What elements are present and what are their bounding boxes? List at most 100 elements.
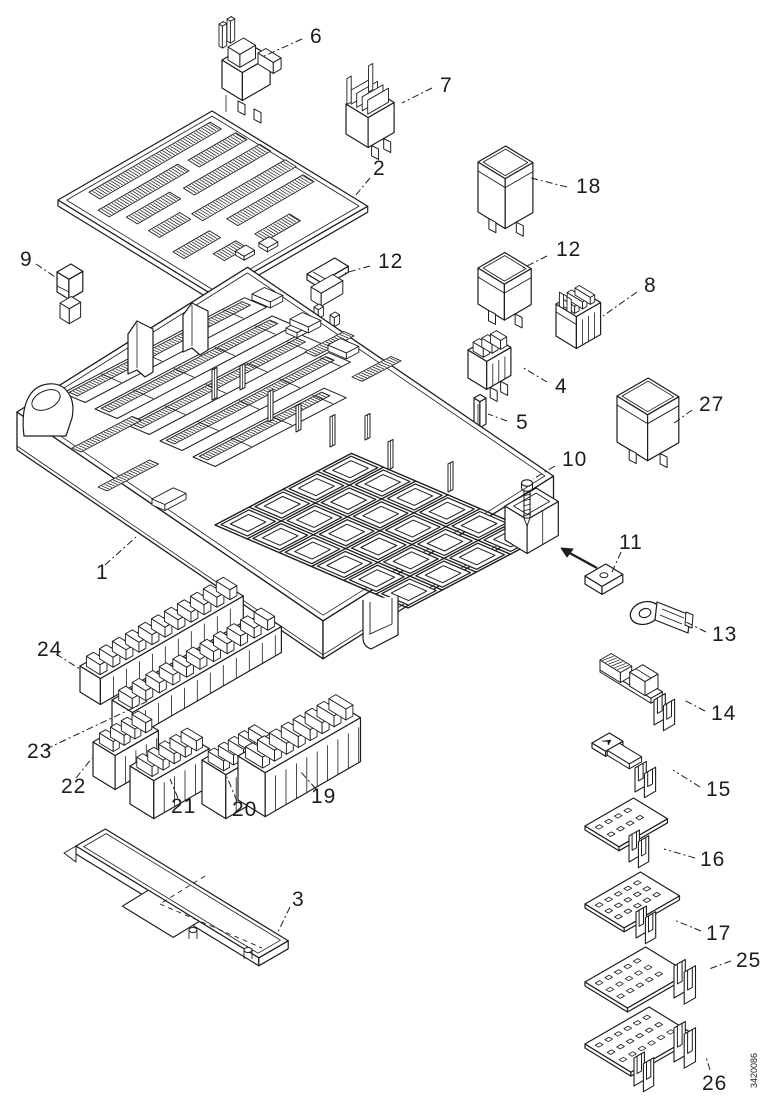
line [215, 415, 223, 419]
callout-label-17: 17 [706, 922, 731, 945]
line [228, 193, 239, 200]
line [241, 155, 251, 162]
notch [687, 967, 693, 991]
line [253, 204, 264, 211]
face-top [131, 710, 153, 724]
line [522, 503, 532, 507]
line [100, 373, 122, 383]
callout-label-9: 9 [20, 248, 33, 271]
line [138, 466, 147, 471]
line [522, 498, 532, 502]
part-16-terminal [584, 797, 669, 869]
line [178, 368, 186, 372]
slot [634, 970, 643, 976]
line [230, 161, 241, 168]
hole [360, 537, 398, 556]
face-top [257, 48, 282, 63]
slot [594, 824, 604, 830]
line [295, 339, 303, 344]
line [118, 367, 126, 371]
line [160, 197, 171, 205]
hole [428, 501, 466, 520]
notch [646, 1058, 652, 1080]
line [272, 351, 280, 355]
line [163, 196, 174, 203]
callout-16: 16 [663, 848, 725, 871]
line [176, 250, 186, 257]
slot [637, 1045, 647, 1052]
callout-25: 25 [708, 949, 760, 972]
line [194, 212, 205, 219]
line [321, 392, 329, 396]
line [240, 303, 247, 307]
line [130, 393, 138, 397]
line [504, 171, 534, 188]
line [223, 196, 234, 203]
line [196, 391, 204, 396]
line [142, 208, 153, 215]
line [389, 357, 399, 362]
line [163, 172, 174, 180]
peg [188, 927, 198, 933]
line [269, 320, 277, 325]
line [258, 201, 269, 208]
line [176, 402, 184, 406]
head-rim [521, 487, 533, 492]
line [235, 338, 243, 342]
slot [633, 891, 642, 897]
top-rim [482, 255, 527, 282]
callout-label-6: 6 [310, 25, 323, 48]
line [206, 419, 214, 424]
line [190, 394, 198, 399]
line [106, 205, 117, 213]
line [140, 209, 150, 217]
line [101, 433, 109, 438]
line [354, 177, 371, 197]
line [223, 344, 231, 348]
line [295, 180, 305, 187]
line [111, 202, 122, 210]
line [145, 418, 153, 422]
handle [362, 596, 399, 650]
notch [631, 831, 637, 851]
line [300, 177, 310, 184]
line [203, 421, 211, 425]
line [127, 472, 135, 477]
line [139, 421, 147, 425]
face-top [289, 312, 322, 328]
line [249, 150, 259, 158]
line [198, 129, 209, 136]
callout-label-16: 16 [700, 848, 725, 871]
line [109, 428, 118, 433]
hole [458, 547, 496, 566]
slot [633, 880, 642, 886]
line [127, 394, 135, 399]
notch [648, 912, 654, 933]
line [156, 226, 167, 233]
line [250, 205, 261, 212]
prong [684, 611, 694, 629]
line [217, 168, 228, 176]
line [243, 210, 253, 217]
callout-label-4: 4 [555, 375, 568, 398]
face-top [56, 263, 84, 280]
line [78, 387, 86, 392]
line [101, 208, 112, 216]
face-left [226, 18, 231, 44]
line [240, 211, 251, 218]
line [209, 418, 217, 422]
line [339, 334, 349, 339]
line [302, 175, 313, 182]
line [249, 397, 257, 401]
slot [633, 903, 642, 909]
line [92, 190, 102, 198]
line [135, 467, 144, 472]
line [198, 357, 206, 362]
line [504, 277, 532, 294]
callout-label-18: 18 [576, 175, 601, 198]
line [132, 389, 154, 399]
line [174, 166, 184, 174]
line [127, 193, 138, 201]
part-1-box [16, 266, 559, 660]
line [139, 163, 149, 171]
